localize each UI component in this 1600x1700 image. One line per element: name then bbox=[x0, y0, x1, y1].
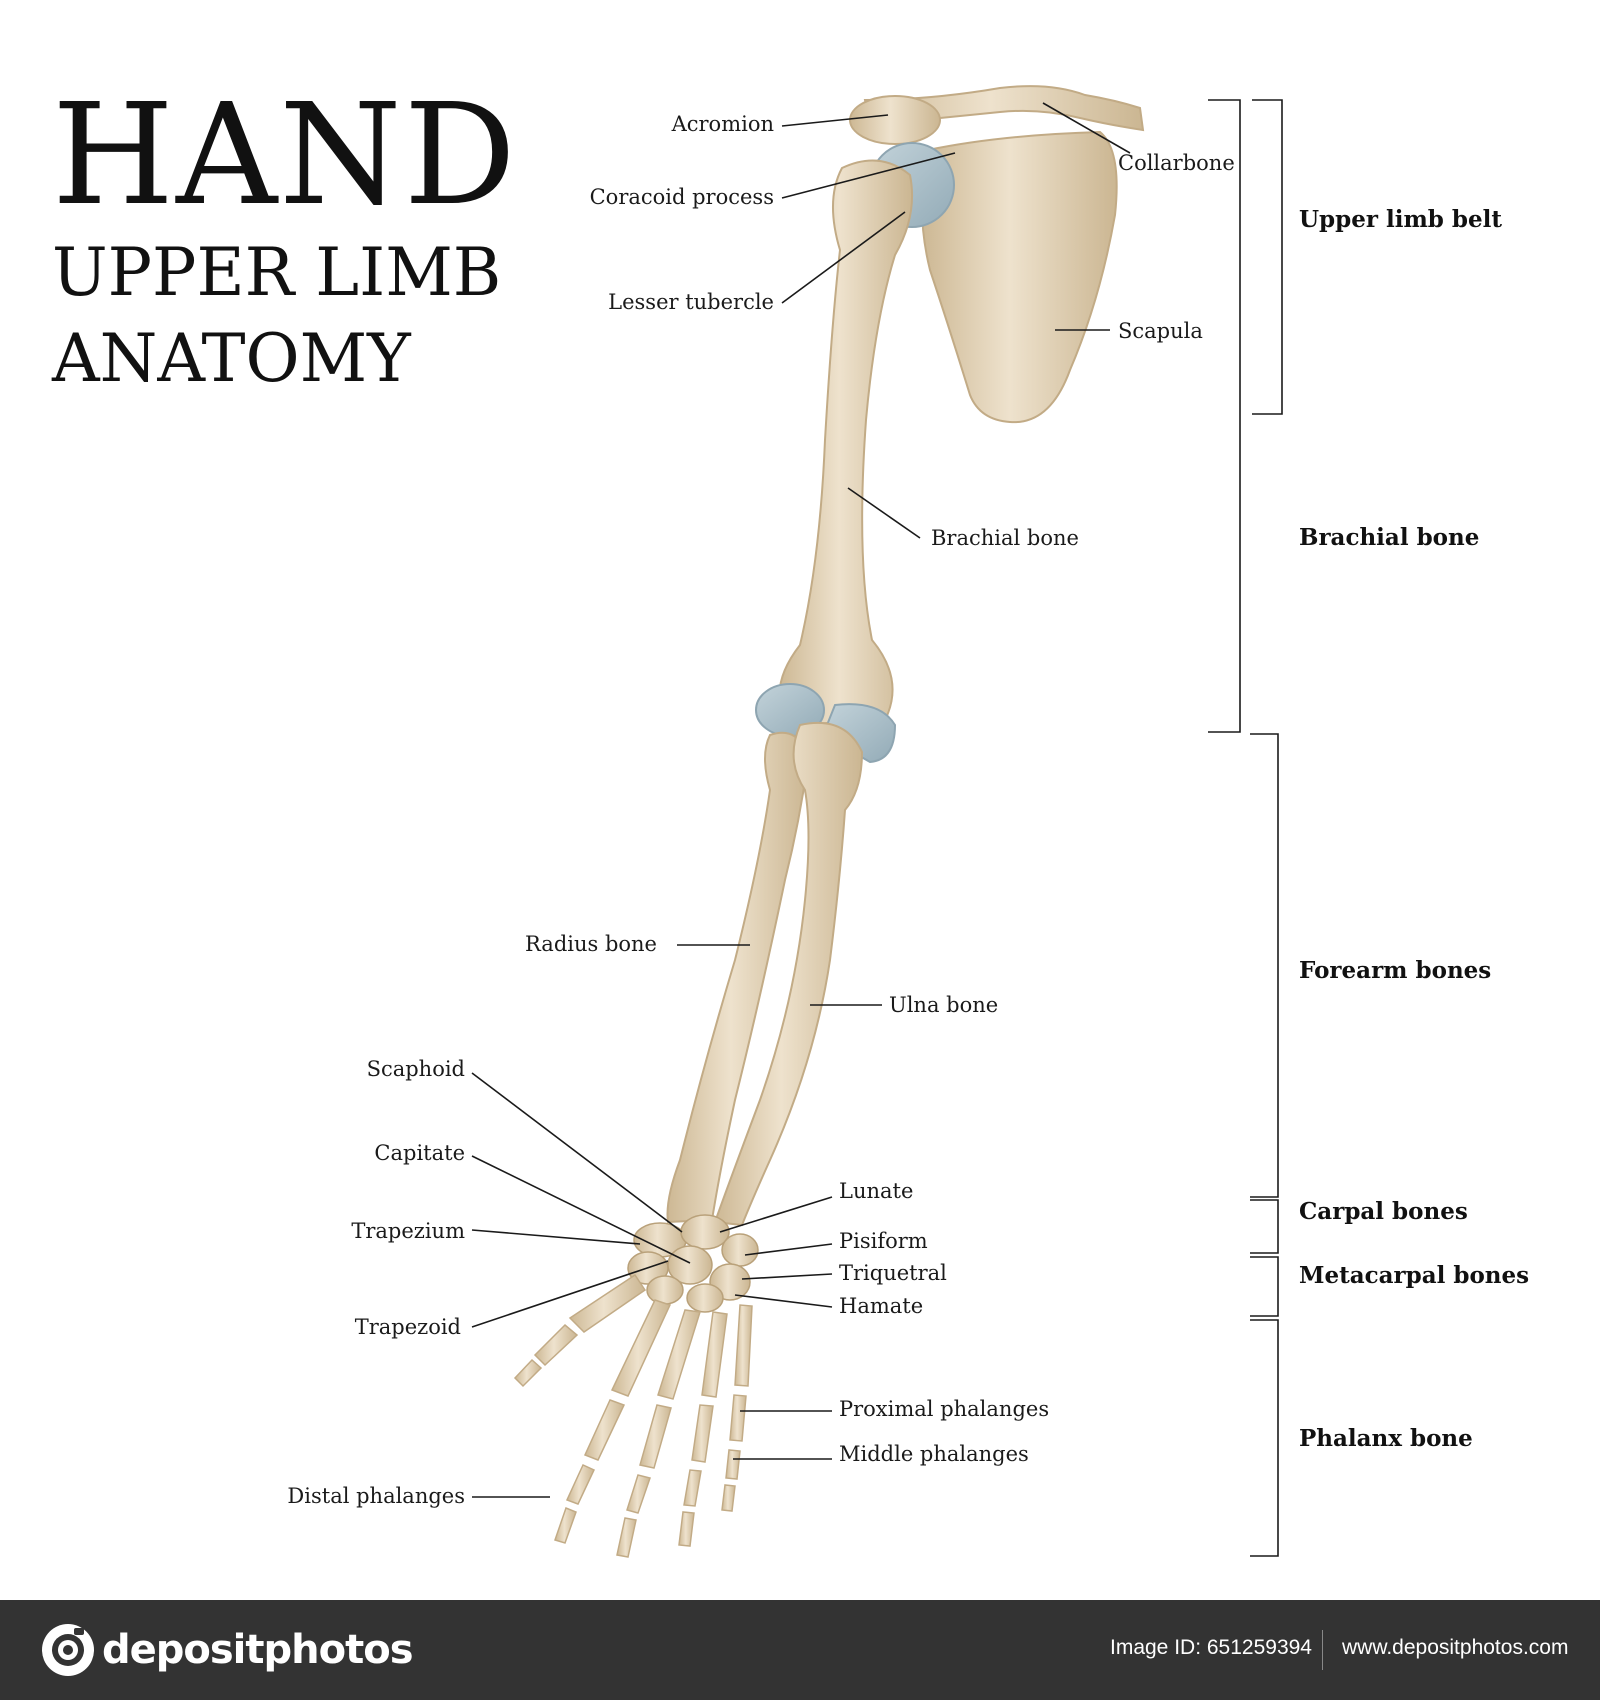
bracket-carpal bbox=[1250, 1199, 1279, 1254]
label-proximal-phalanges: Proximal phalanges bbox=[839, 1397, 1050, 1421]
group-phalanx-bone: Phalanx bone bbox=[1299, 1425, 1473, 1452]
label-capitate: Capitate bbox=[374, 1141, 465, 1165]
label-lunate: Lunate bbox=[839, 1179, 914, 1203]
group-carpal-bones: Carpal bones bbox=[1299, 1198, 1468, 1225]
group-upper-limb-belt: Upper limb belt bbox=[1299, 206, 1502, 233]
ulna-bone bbox=[713, 721, 864, 1227]
depositphotos-logo[interactable]: depositphotos bbox=[40, 1622, 414, 1678]
label-scaphoid: Scaphoid bbox=[366, 1057, 465, 1081]
label-trapezoid: Trapezoid bbox=[354, 1315, 461, 1339]
site-link[interactable]: www.depositphotos.com bbox=[1342, 1636, 1569, 1659]
acromion-bone bbox=[849, 95, 941, 145]
label-trapezium: Trapezium bbox=[351, 1219, 465, 1243]
leader-triquetral bbox=[741, 1273, 833, 1280]
leader-lesser-tubercle bbox=[781, 211, 906, 304]
collarbone-bone bbox=[863, 85, 1145, 132]
group-brackets bbox=[1208, 99, 1283, 1557]
footer-bar: depositphotos Image ID: 651259394 www.de… bbox=[0, 1600, 1600, 1700]
bracket-upper-limb-belt bbox=[1252, 99, 1283, 415]
image-id: Image ID: 651259394 bbox=[1110, 1636, 1312, 1659]
leader-lunate bbox=[719, 1196, 833, 1233]
label-triquetral: Triquetral bbox=[839, 1261, 947, 1285]
leader-trapezoid bbox=[471, 1260, 669, 1328]
group-brachial-bone: Brachial bone bbox=[1299, 524, 1480, 551]
label-collarbone: Collarbone bbox=[1118, 151, 1235, 175]
humerus-bone bbox=[778, 159, 914, 727]
label-middle-phalanges: Middle phalanges bbox=[839, 1442, 1029, 1466]
leader-hamate bbox=[734, 1294, 833, 1308]
footer-divider bbox=[1322, 1630, 1323, 1670]
bracket-metacarpal bbox=[1250, 1256, 1279, 1317]
leader-capitate bbox=[471, 1155, 691, 1264]
carpal-bones bbox=[627, 1214, 759, 1313]
label-ulna-bone: Ulna bone bbox=[889, 993, 999, 1017]
camera-logo-icon bbox=[42, 1624, 94, 1676]
leader-coracoid bbox=[781, 152, 956, 199]
leader-acromion bbox=[781, 114, 889, 127]
title-anatomy: ANATOMY bbox=[52, 320, 411, 397]
label-coracoid-process: Coracoid process bbox=[589, 185, 774, 209]
label-acromion: Acromion bbox=[671, 112, 774, 136]
leader-brachial bbox=[847, 487, 921, 539]
radius-bone bbox=[666, 731, 810, 1224]
title-hand: HAND bbox=[52, 74, 518, 237]
title-upper-limb: UPPER LIMB bbox=[52, 234, 502, 311]
group-metacarpal-bones: Metacarpal bones bbox=[1299, 1262, 1530, 1289]
label-hamate: Hamate bbox=[839, 1294, 924, 1318]
group-forearm-bones: Forearm bones bbox=[1299, 957, 1492, 984]
label-radius-bone: Radius bone bbox=[525, 932, 657, 956]
brand-name: depositphotos bbox=[102, 1627, 414, 1673]
label-brachial-bone: Brachial bone bbox=[931, 526, 1079, 550]
bracket-forearm bbox=[1250, 733, 1279, 1198]
leader-scaphoid bbox=[471, 1072, 683, 1233]
finger-bones bbox=[513, 1273, 753, 1558]
leader-pisiform bbox=[744, 1243, 833, 1256]
bracket-phalanx bbox=[1250, 1319, 1279, 1557]
leader-trapezium bbox=[471, 1229, 641, 1245]
bracket-outer-upper-arm bbox=[1208, 99, 1241, 733]
leader-collarbone bbox=[1042, 102, 1131, 154]
scapula-bone bbox=[921, 130, 1118, 424]
leader-lines bbox=[471, 102, 1131, 1498]
label-lesser-tubercle: Lesser tubercle bbox=[608, 290, 774, 314]
title-block: HAND UPPER LIMB ANATOMY bbox=[52, 82, 518, 402]
label-pisiform: Pisiform bbox=[839, 1229, 928, 1253]
label-distal-phalanges: Distal phalanges bbox=[287, 1484, 465, 1508]
label-scapula: Scapula bbox=[1118, 319, 1203, 343]
